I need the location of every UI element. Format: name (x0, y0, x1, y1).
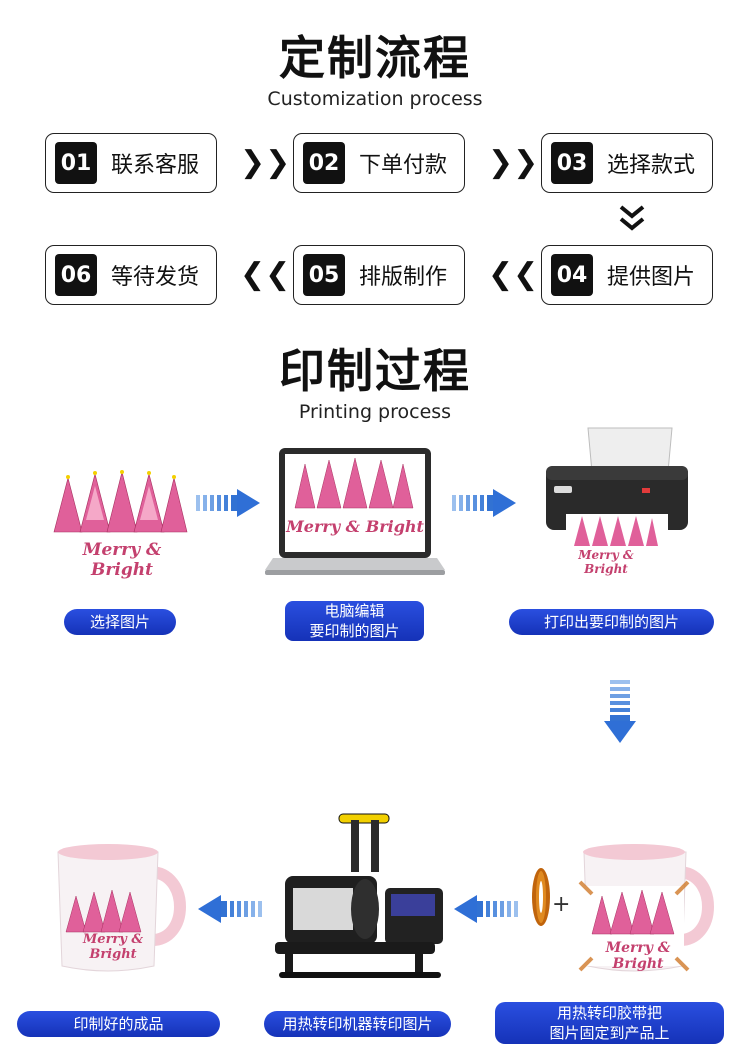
caption-line: 用热转印胶带把 (557, 1003, 662, 1023)
step-number: 03 (551, 142, 593, 184)
chevron-right-icon: ❯❯ (240, 148, 290, 178)
caption-line: 图片固定到产品上 (549, 1023, 669, 1043)
chevron-down-icon (618, 204, 646, 234)
design-script-text: Merry & Bright (52, 540, 192, 580)
arrow-left-icon (196, 895, 262, 923)
step-label: 提供图片 (607, 259, 695, 291)
step-06: 06 等待发货 (45, 245, 217, 305)
caption-edit-image: 电脑编辑 要印制的图片 (285, 601, 424, 641)
step-03: 03 选择款式 (541, 133, 713, 193)
step-number: 01 (55, 142, 97, 184)
step-label: 等待发货 (111, 259, 199, 291)
step-label: 选择款式 (607, 147, 695, 179)
plus-icon: + (552, 892, 570, 917)
step-label: 下单付款 (359, 147, 447, 179)
heat-press-image (265, 812, 451, 992)
step-number: 05 (303, 254, 345, 296)
step-label: 排版制作 (359, 259, 447, 291)
step-label: 联系客服 (111, 147, 199, 179)
caption-heat-press: 用热转印机器转印图片 (264, 1011, 451, 1037)
arrow-down-icon (604, 680, 636, 744)
step-number: 02 (303, 142, 345, 184)
chevron-left-icon: ❮❮ (240, 260, 290, 290)
caption-line: 电脑编辑 (324, 601, 384, 621)
step-01: 01 联系客服 (45, 133, 217, 193)
printing-title: 印制过程 (0, 335, 750, 401)
finished-mug-text: Merry & Bright (58, 932, 168, 962)
caption-print-image: 打印出要印制的图片 (509, 609, 714, 635)
chevron-right-icon: ❯❯ (488, 148, 538, 178)
arrow-right-icon (452, 489, 518, 517)
printed-sheet-text: Merry & Bright (560, 548, 652, 576)
caption-finished-product: 印制好的成品 (17, 1011, 220, 1037)
arrow-right-icon (196, 489, 262, 517)
printing-subtitle: Printing process (0, 401, 750, 423)
laptop-screen-text: Merry & Bright (283, 517, 427, 536)
step-04: 04 提供图片 (541, 245, 713, 305)
caption-select-image: 选择图片 (64, 609, 176, 635)
step-02: 02 下单付款 (293, 133, 465, 193)
customization-subtitle: Customization process (0, 88, 750, 110)
arrow-left-icon (452, 895, 518, 923)
laptop-image (263, 446, 447, 578)
step-number: 06 (55, 254, 97, 296)
caption-tape-image: 用热转印胶带把 图片固定到产品上 (495, 1002, 724, 1044)
tape-roll-image (530, 866, 552, 928)
step-05: 05 排版制作 (293, 245, 465, 305)
customization-title: 定制流程 (0, 22, 750, 88)
chevron-left-icon: ❮❮ (488, 260, 538, 290)
caption-line: 要印制的图片 (309, 621, 399, 641)
step-number: 04 (551, 254, 593, 296)
taped-mug-text: Merry & Bright (582, 940, 694, 972)
